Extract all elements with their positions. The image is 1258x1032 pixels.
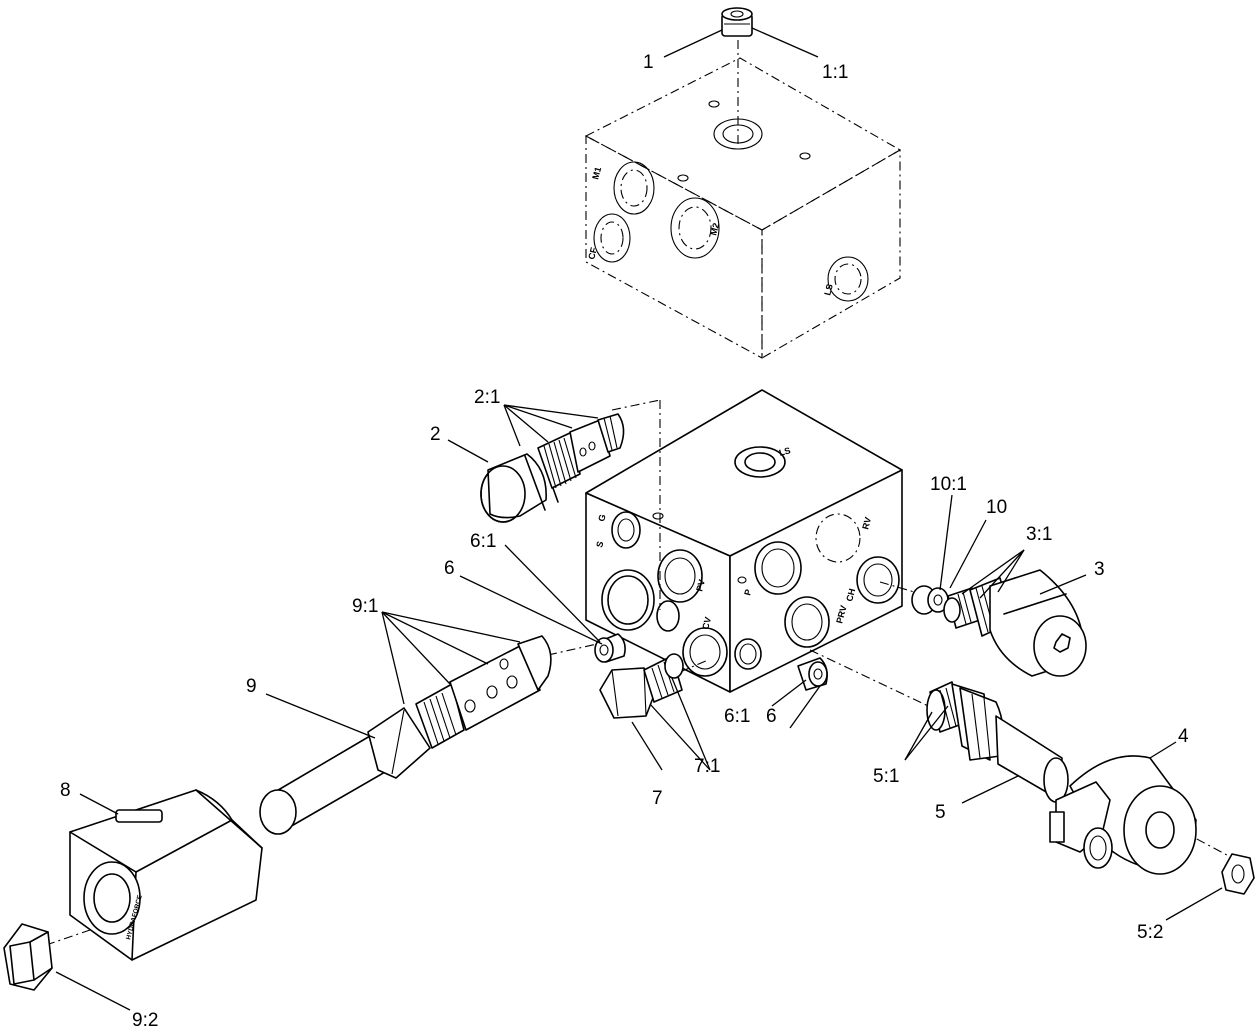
port-label-ls-top: LS bbox=[822, 283, 835, 297]
callout-9: 9 bbox=[246, 676, 257, 697]
callout-3: 3 bbox=[1094, 559, 1105, 580]
callout-6-1-right: 6:1 bbox=[724, 706, 750, 727]
callout-3-1: 3:1 bbox=[1026, 524, 1052, 545]
callout-2: 2 bbox=[430, 424, 441, 445]
callout-1-1: 1:1 bbox=[822, 62, 848, 83]
part-3-cartridge bbox=[911, 569, 1087, 677]
callout-7-1: 7:1 bbox=[694, 756, 720, 777]
part-7-plug bbox=[599, 653, 684, 719]
port-label-g: G bbox=[596, 513, 607, 522]
port-label-s: S bbox=[594, 540, 605, 548]
callout-5-1: 5:1 bbox=[873, 766, 899, 787]
port-label-m2: M2 bbox=[708, 222, 721, 237]
callout-9-2: 9:2 bbox=[132, 1010, 158, 1031]
callout-6-1-left: 6:1 bbox=[470, 531, 496, 552]
port-label-cv: CV bbox=[700, 616, 713, 631]
part-6-left-plug bbox=[594, 633, 626, 663]
part-9-2-nut bbox=[3, 923, 53, 991]
callout-10: 10 bbox=[986, 497, 1007, 518]
callout-6-right: 6 bbox=[766, 706, 777, 727]
callout-2-1: 2:1 bbox=[474, 387, 500, 408]
callout-1: 1 bbox=[643, 52, 654, 73]
part-5-valve-stem bbox=[926, 681, 1069, 803]
port-label-ch: CH bbox=[844, 587, 857, 602]
port-label-rv: RV bbox=[860, 516, 873, 531]
callout-8: 8 bbox=[60, 780, 71, 801]
callout-7: 7 bbox=[652, 788, 663, 809]
callout-4: 4 bbox=[1178, 726, 1189, 747]
leader-lines bbox=[55, 27, 1223, 1011]
port-label-p: P bbox=[742, 588, 753, 596]
part-5-2-nut bbox=[1221, 853, 1255, 895]
callout-5-2: 5:2 bbox=[1137, 922, 1163, 943]
callout-10-1: 10:1 bbox=[930, 474, 967, 495]
port-label-m1: M1 bbox=[590, 166, 603, 181]
part-8-solenoid-coil: HYDRAFORCE bbox=[69, 789, 263, 961]
port-label-ls-lower: LS bbox=[778, 445, 792, 458]
port-label-pv: PV bbox=[694, 578, 707, 592]
part-9-cartridge bbox=[259, 635, 552, 835]
callout-9-1: 9:1 bbox=[352, 596, 378, 617]
lower-manifold-block: LS G S PV CV RV CH PRV P bbox=[585, 389, 903, 693]
callout-6-left: 6 bbox=[444, 558, 455, 579]
port-label-prv: PRV bbox=[834, 604, 848, 624]
callout-5: 5 bbox=[935, 802, 946, 823]
part-4-solenoid-coil bbox=[1049, 755, 1197, 875]
callout-labels: 1 1:1 2 2:1 3 3:1 4 5 5:1 5:2 6 6:1 6 6:… bbox=[60, 52, 1189, 1031]
upper-manifold-block: M1 CF M2 LS bbox=[584, 40, 902, 359]
port-label-cf: CF bbox=[586, 246, 599, 261]
part-1-plug bbox=[721, 7, 753, 37]
part-6-right-plug bbox=[797, 657, 828, 691]
part-2-cartridge bbox=[480, 413, 625, 523]
